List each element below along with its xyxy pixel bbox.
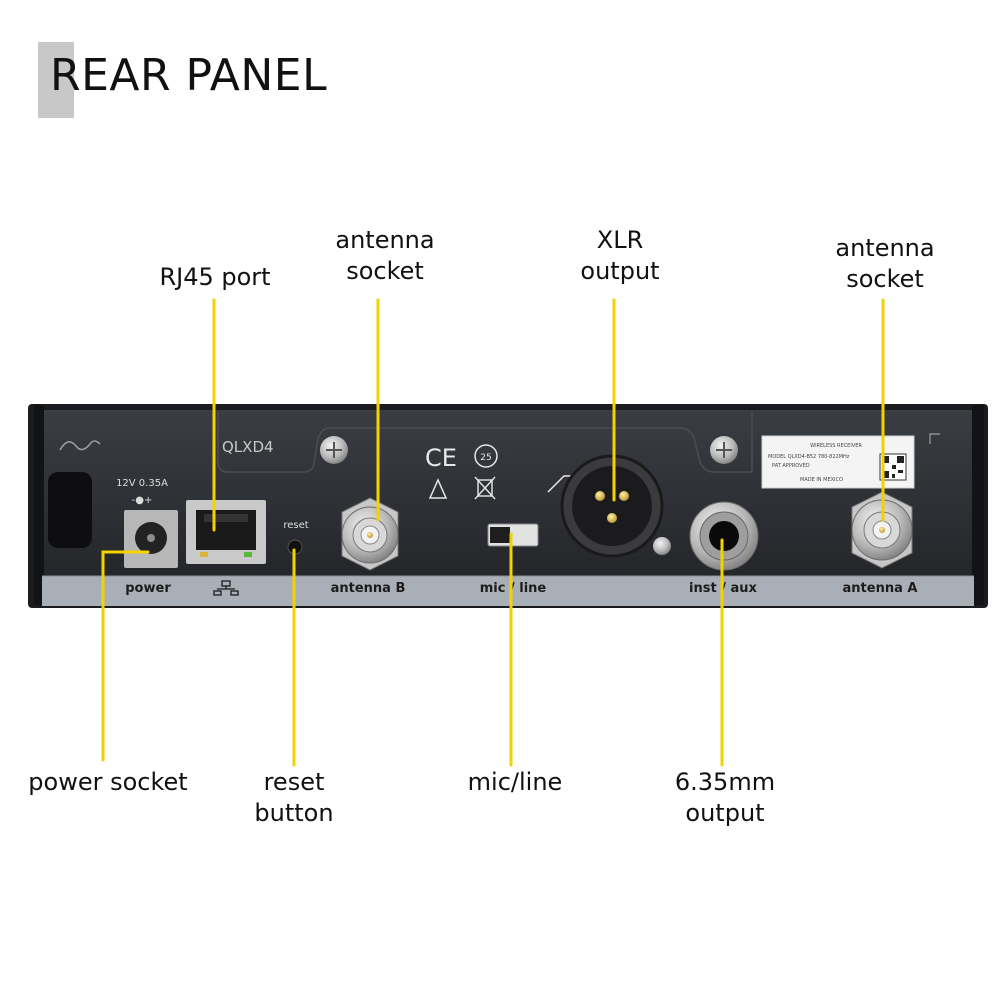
callout-jack-output: 6.35mm output — [650, 767, 800, 829]
callout-antenna-a-line-1: antenna — [835, 234, 935, 262]
mic-line-switch-knob — [490, 527, 510, 543]
xlr-pin-2 — [619, 491, 629, 501]
strip-label-inst-aux: inst / aux — [689, 581, 757, 596]
recycle-circle — [474, 444, 498, 468]
antenna-b-connector[interactable] — [341, 497, 399, 571]
right-rail — [972, 405, 984, 605]
signature-logo — [59, 440, 101, 451]
page-title: REAR PANEL — [50, 50, 328, 101]
xlr-pin-3 — [607, 513, 617, 523]
network-icon — [213, 580, 239, 596]
callout-xlr-line-1: XLR — [596, 226, 644, 254]
sticker-line-1: WIRELESS RECEIVER — [810, 443, 862, 449]
callout-xlr-output: XLR output — [550, 225, 690, 287]
callout-micline-text: mic/line — [467, 768, 563, 796]
xlr-latch[interactable] — [653, 537, 671, 555]
callout-jack-line-1: 6.35mm — [674, 768, 776, 796]
callout-power-text: power socket — [28, 768, 188, 796]
left-rail — [34, 405, 44, 605]
rj45-led-right — [244, 552, 252, 557]
callout-reset-line-1: reset — [263, 768, 325, 796]
rj45-contacts — [204, 514, 248, 522]
title-accent-block — [38, 42, 74, 118]
callout-reset-line-2: button — [254, 799, 334, 827]
callout-xlr-line-2: output — [580, 257, 660, 285]
label-strip — [42, 576, 974, 606]
weee-mark — [474, 476, 496, 500]
panel-contour — [217, 412, 753, 473]
rcm-mark — [428, 478, 448, 499]
polarity-mark: -●+ — [132, 495, 153, 506]
callout-reset-button: reset button — [234, 767, 354, 829]
callout-antenna-b-line-2: socket — [346, 257, 424, 285]
model-name: QLXD4 — [222, 438, 274, 456]
screw-right-slot — [716, 442, 732, 458]
antenna-a-connector[interactable] — [851, 491, 913, 569]
strip-label-antenna-a: antenna A — [843, 581, 918, 596]
callout-antenna-a-line-2: socket — [846, 265, 924, 293]
callout-mic-line: mic/line — [440, 767, 590, 798]
callout-rj45-port: RJ45 port — [130, 262, 300, 293]
corner-mark — [929, 433, 940, 444]
xlr-pin-1 — [595, 491, 605, 501]
panel-face — [42, 410, 974, 576]
jack-opening — [709, 521, 739, 551]
reset-button[interactable] — [287, 539, 303, 555]
callout-rj45-text: RJ45 port — [159, 263, 271, 291]
strip-label-antenna-b: antenna B — [331, 581, 406, 596]
years-mark: 25 — [480, 453, 491, 463]
callout-power-socket: power socket — [10, 767, 206, 798]
sticker-line-3: PAT APPROVED — [772, 463, 810, 469]
strip-label-mic-line: mic / line — [480, 581, 547, 596]
screw-left-slot — [326, 442, 342, 458]
callout-antenna-b: antenna socket — [310, 225, 460, 287]
callout-antenna-a: antenna socket — [810, 233, 960, 295]
ce-mark: CE — [425, 444, 457, 472]
sticker-line-4: MADE IN MEXICO — [800, 477, 843, 483]
power-socket-pin — [147, 534, 155, 542]
callout-jack-line-2: output — [685, 799, 765, 827]
cable-clip — [48, 472, 92, 548]
rj45-led-left — [200, 552, 208, 557]
power-rating: 12V 0.35A — [116, 478, 168, 489]
xlr-insert — [572, 466, 652, 546]
qr-code-icon — [879, 453, 907, 481]
reset-label: reset — [283, 520, 308, 531]
sticker-line-2: MODEL QLXD4-B52 780-822MHz — [768, 454, 850, 460]
strip-label-power: power — [125, 581, 171, 596]
callout-antenna-b-line-1: antenna — [335, 226, 435, 254]
